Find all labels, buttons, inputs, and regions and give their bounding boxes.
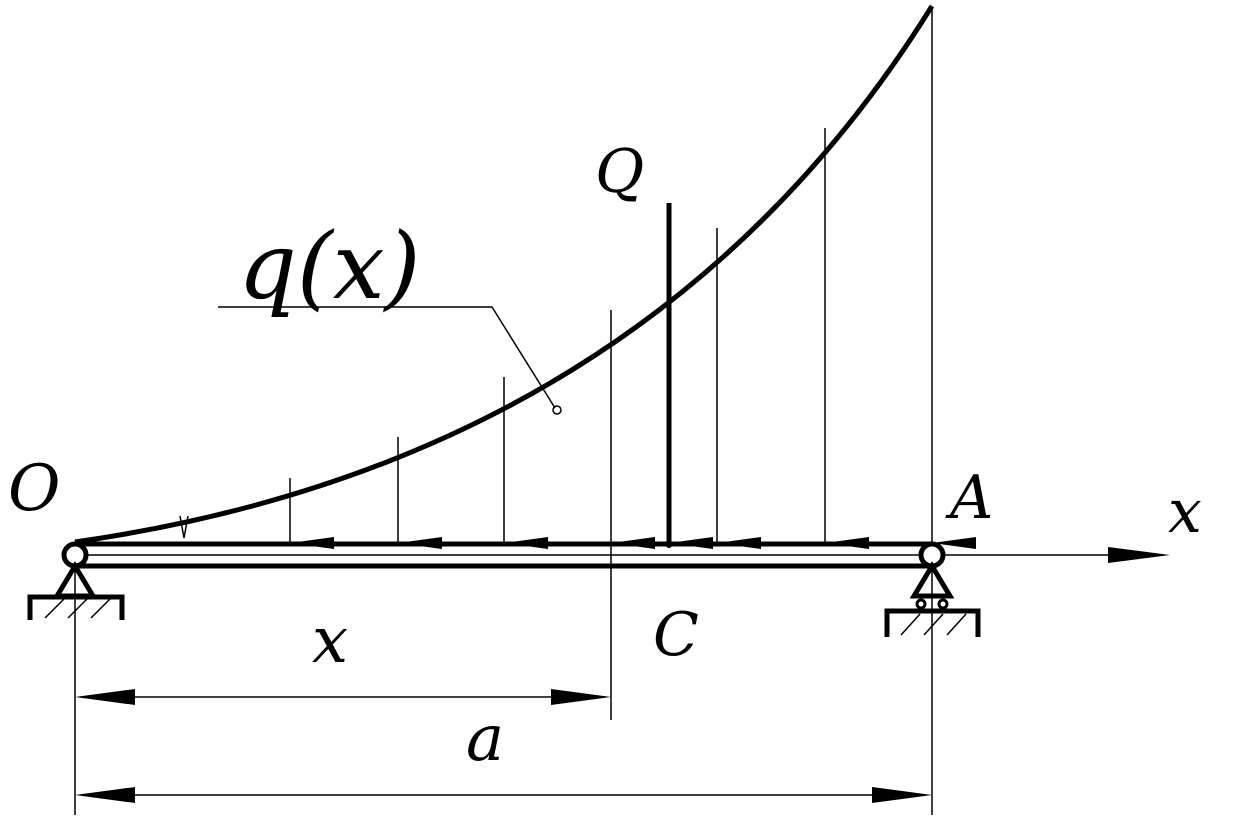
extension-lines <box>74 545 933 815</box>
label-resultant-q: Q <box>595 137 644 207</box>
leader-dot <box>552 405 562 415</box>
roller-support-a <box>884 541 981 637</box>
beam <box>75 541 932 569</box>
label-point-c: C <box>653 600 699 670</box>
load-arrows <box>289 8 976 549</box>
label-o: O <box>8 452 60 526</box>
x-axis-arrowhead <box>1108 547 1170 563</box>
leader-line <box>218 306 556 409</box>
load-curve <box>74 4 935 545</box>
angle-mark <box>179 515 189 539</box>
dimension-a <box>75 787 932 803</box>
label-dimension-x: x <box>312 604 348 678</box>
label-x-axis: x <box>1168 477 1202 547</box>
label-a: A <box>945 463 993 533</box>
label-q-function: q(x) <box>238 213 421 320</box>
dimension-x <box>75 689 611 705</box>
label-dimension-a: a <box>466 702 504 776</box>
